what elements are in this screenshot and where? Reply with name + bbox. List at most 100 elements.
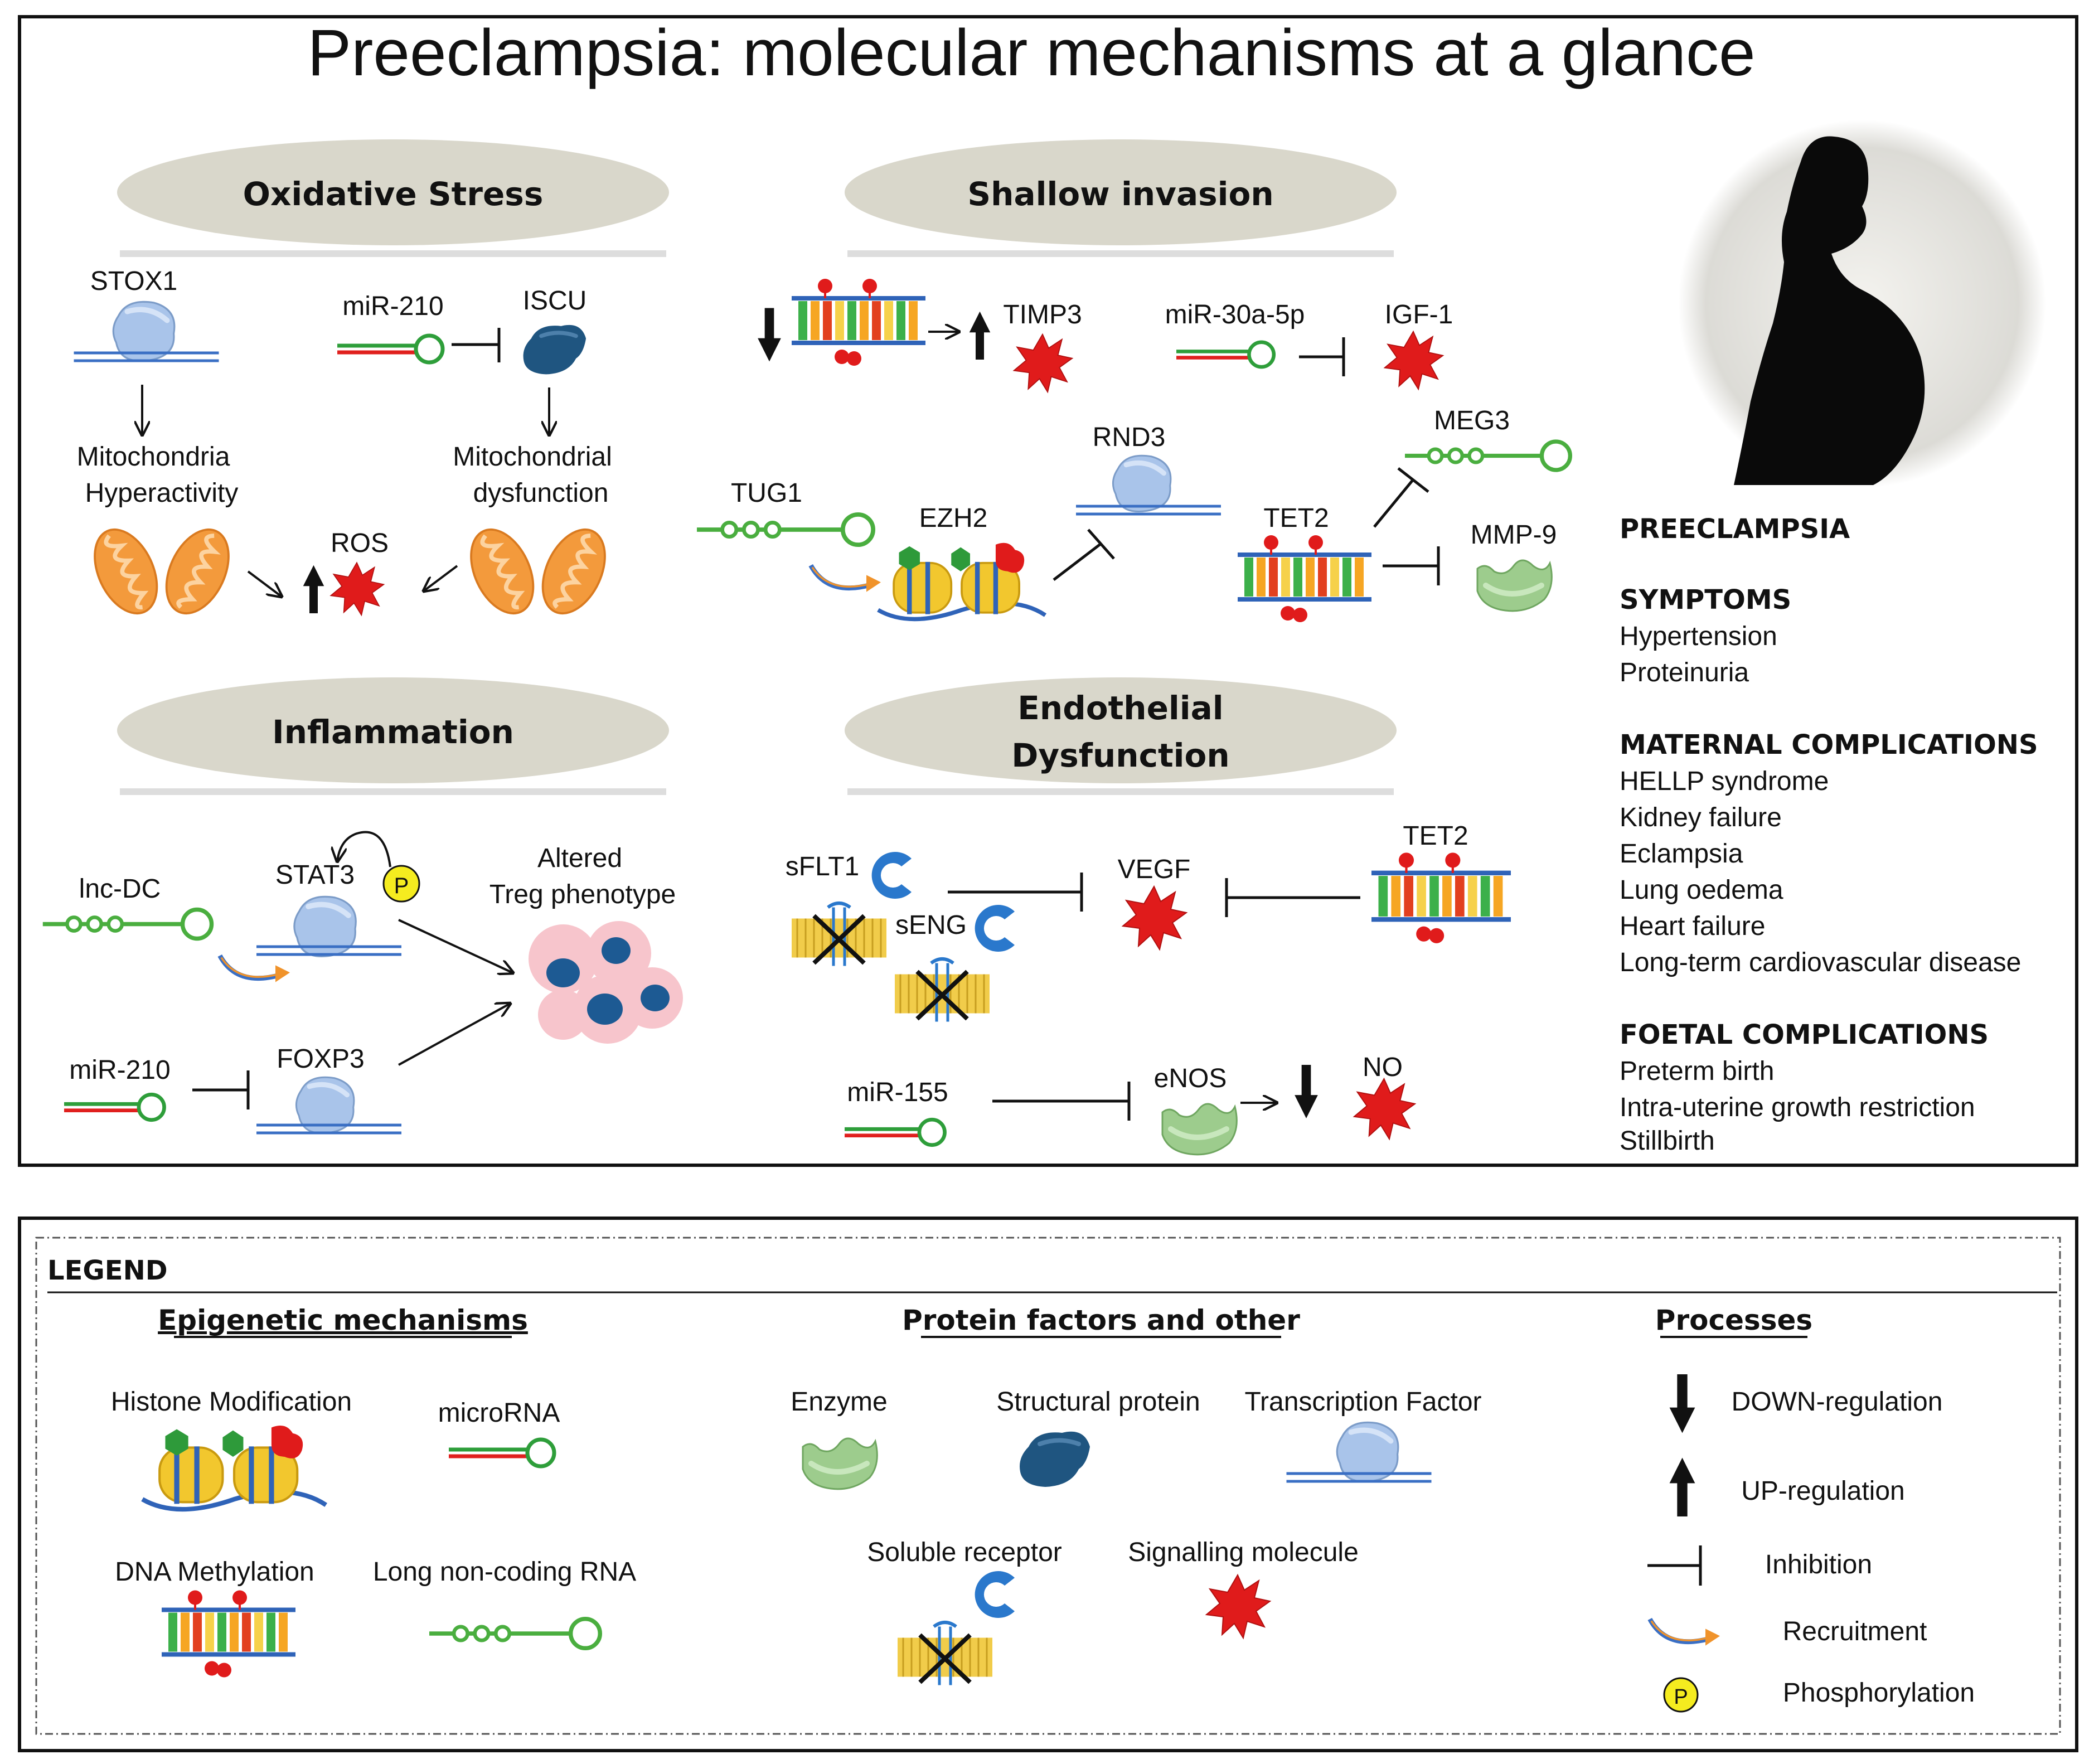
igf1-signal-star-icon bbox=[1384, 331, 1444, 390]
rnd3-tf-icon bbox=[1113, 455, 1170, 511]
mitochondria-icon-left bbox=[83, 520, 241, 623]
inhibition-mir155-enos-icon bbox=[992, 1082, 1131, 1121]
legend-dna-methylation-icon bbox=[162, 1591, 295, 1678]
label-seng: sENG bbox=[895, 910, 967, 940]
legend-tf-label: Transcription Factor bbox=[1244, 1387, 1481, 1417]
label-mito-dys-2: dysfunction bbox=[473, 478, 609, 508]
ros-signal-star-icon bbox=[330, 562, 385, 616]
legend-receptor-icon bbox=[975, 1571, 1015, 1618]
section-oxidative-stress: Oxidative Stress bbox=[117, 139, 669, 257]
legend-up-label: UP-regulation bbox=[1741, 1476, 1904, 1506]
section-label-inflammation: Inflammation bbox=[272, 713, 514, 751]
legend-epigenetic-heading: Epigenetic mechanisms bbox=[158, 1304, 528, 1336]
arrow-mito-left-ros bbox=[247, 570, 282, 597]
label-enos: eNOS bbox=[1154, 1064, 1227, 1093]
inhibition-tet2-mmp9-icon bbox=[1383, 546, 1440, 585]
foetal-item: Preterm birth bbox=[1620, 1057, 1774, 1086]
foetal-heading: FOETAL COMPLICATIONS bbox=[1620, 1019, 1989, 1050]
section-label-invasion: Shallow invasion bbox=[967, 175, 1273, 213]
mir155-microrna-icon bbox=[845, 1120, 945, 1145]
maternal-item: Kidney failure bbox=[1620, 803, 1782, 832]
timp3-signal-star-icon bbox=[1013, 333, 1073, 393]
label-mir210-inflammation: miR-210 bbox=[69, 1055, 170, 1085]
treg-cells-icon bbox=[529, 921, 683, 1044]
mir30a-microrna-icon bbox=[1176, 342, 1274, 367]
lnc-dc-lncrna-icon bbox=[43, 910, 212, 939]
pregnant-silhouette-portrait bbox=[1678, 120, 2046, 488]
legend-title: LEGEND bbox=[47, 1255, 168, 1286]
dna-methylation-timp3-icon bbox=[792, 279, 925, 366]
iscu-structural-protein-icon bbox=[524, 325, 586, 375]
label-ros: ROS bbox=[331, 529, 389, 558]
up-arrow-timp3-icon bbox=[969, 311, 991, 360]
maternal-item: Long-term cardiovascular disease bbox=[1620, 948, 2021, 977]
section-label-oxidative: Oxidative Stress bbox=[243, 175, 544, 213]
legend-enzyme-label: Enzyme bbox=[791, 1387, 887, 1417]
label-mir155: miR-155 bbox=[847, 1078, 948, 1107]
seng-receptor-icon bbox=[975, 905, 1015, 952]
legend-inhibition-icon bbox=[1647, 1545, 1702, 1586]
mir210-inflammation-microrna-icon bbox=[64, 1094, 164, 1120]
section-inflammation: Inflammation bbox=[117, 677, 669, 795]
legend-processes-heading: Processes bbox=[1655, 1304, 1812, 1336]
label-mir30a: miR-30a-5p bbox=[1165, 300, 1305, 329]
legend-inner-dashed bbox=[35, 1237, 2061, 1735]
seng-membrane-icon bbox=[895, 959, 990, 1022]
label-tet2-endothelial: TET2 bbox=[1403, 821, 1468, 851]
foetal-item: Intra-uterine growth restriction bbox=[1620, 1093, 1975, 1122]
label-timp3: TIMP3 bbox=[1003, 300, 1082, 329]
mitochondria-icon-right bbox=[459, 520, 618, 623]
foetal-item: Stillbirth bbox=[1620, 1126, 1715, 1156]
tet2-dna-methylation-icon bbox=[1238, 535, 1371, 622]
arrow-stat3-treg bbox=[398, 919, 513, 973]
symptom-item: Proteinuria bbox=[1620, 658, 1749, 687]
symptom-item: Hypertension bbox=[1620, 622, 1777, 651]
up-arrow-ros-icon bbox=[303, 565, 324, 613]
label-mito-hyper-1: Mitochondria bbox=[77, 442, 230, 472]
legend-signal-star-icon bbox=[1206, 1574, 1271, 1639]
vegf-signal-star-icon bbox=[1122, 886, 1187, 950]
inhibition-receptors-vegf-icon bbox=[948, 873, 1083, 912]
sflt1-membrane-icon bbox=[792, 903, 886, 966]
phospho-label-stat3: P bbox=[394, 874, 409, 898]
arrow-phospho-stat3 bbox=[337, 831, 391, 868]
main-panel-border bbox=[18, 15, 2078, 1167]
sflt1-receptor-icon bbox=[871, 852, 912, 899]
meg3-lncrna-icon bbox=[1405, 442, 1570, 470]
clinical-heading: PREECLAMPSIA bbox=[1620, 513, 1850, 545]
legend-phosphorylation-icon: P bbox=[1663, 1677, 1699, 1713]
legend-lncrna-icon bbox=[429, 1619, 600, 1649]
legend-protein-heading: Protein factors and other bbox=[902, 1304, 1300, 1336]
label-altered-1: Altered bbox=[537, 844, 622, 873]
inhibition-tet2-meg3-icon bbox=[1373, 467, 1429, 528]
maternal-item: HELLP syndrome bbox=[1620, 767, 1829, 796]
legend-up-arrow-icon bbox=[1669, 1457, 1695, 1516]
legend-dna-methylation-label: DNA Methylation bbox=[115, 1557, 314, 1587]
label-stat3: STAT3 bbox=[275, 860, 355, 890]
label-stox1: STOX1 bbox=[90, 266, 178, 296]
legend-recruitment-icon bbox=[1650, 1619, 1720, 1646]
inhibition-mir30a-igf1-icon bbox=[1299, 337, 1345, 376]
label-mito-dys-1: Mitochondrial bbox=[453, 442, 612, 472]
legend-membrane-icon bbox=[898, 1622, 992, 1685]
section-label-endothelial-1: Endothelial bbox=[1017, 689, 1223, 727]
maternal-item: Heart failure bbox=[1620, 912, 1765, 941]
stat3-recruitment-icon bbox=[220, 956, 290, 982]
inhibition-mir210-foxp3-icon bbox=[192, 1070, 250, 1109]
legend-histone-icon bbox=[142, 1426, 326, 1509]
label-meg3: MEG3 bbox=[1434, 406, 1510, 435]
label-mito-hyper-2: Hyperactivity bbox=[85, 478, 239, 508]
maternal-heading: MATERNAL COMPLICATIONS bbox=[1620, 729, 2038, 760]
maternal-item: Lung oedema bbox=[1620, 875, 1783, 905]
section-endothelial-dysfunction: Endothelial Dysfunction bbox=[845, 677, 1397, 795]
mir210-microrna-icon bbox=[337, 336, 443, 362]
label-rnd3: RND3 bbox=[1093, 423, 1166, 452]
down-arrow-no-icon bbox=[1295, 1065, 1318, 1118]
label-mmp9: MMP-9 bbox=[1471, 520, 1557, 550]
label-sflt1: sFLT1 bbox=[786, 852, 859, 881]
legend-soluble-receptor-label: Soluble receptor bbox=[867, 1538, 1062, 1567]
down-arrow-methylation-icon bbox=[758, 308, 781, 362]
label-tet2-invasion: TET2 bbox=[1263, 503, 1329, 533]
legend-histone-label: Histone Modification bbox=[111, 1387, 352, 1417]
